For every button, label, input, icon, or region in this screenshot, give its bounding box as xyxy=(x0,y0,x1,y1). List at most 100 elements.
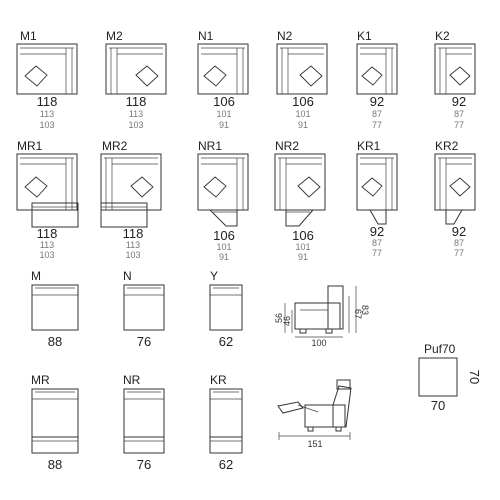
dim-main: 106 xyxy=(292,228,314,243)
module-outline xyxy=(16,43,78,95)
module-label: MR1 xyxy=(17,139,43,153)
module-outline xyxy=(418,357,458,397)
dim-width: 76 xyxy=(137,457,151,472)
footrest xyxy=(123,436,165,454)
dim-tertiary: 103 xyxy=(39,120,54,130)
module-label: Y xyxy=(210,269,218,283)
back-profile xyxy=(332,385,352,428)
module-mr2: MR2 118 113 103 xyxy=(100,139,162,260)
module-outline xyxy=(274,153,326,211)
dim-secondary: 113 xyxy=(129,109,143,119)
module-outline xyxy=(31,388,79,438)
module-label: MR xyxy=(31,373,50,387)
seat-profile xyxy=(294,302,341,330)
dim-secondary: 101 xyxy=(216,109,231,119)
recline-view-diagram: 151 xyxy=(277,379,352,449)
module-kr1: KR1 92 87 77 xyxy=(356,139,398,258)
dim-secondary: 101 xyxy=(295,242,310,252)
module-label: NR2 xyxy=(275,139,299,153)
module-label: MR2 xyxy=(102,139,128,153)
dim-tertiary: 77 xyxy=(372,120,382,130)
module-kr: KR 62 xyxy=(209,373,243,472)
side-view-diagram: 56 46 67 83 100 xyxy=(274,285,370,348)
dim-main: 106 xyxy=(213,228,235,243)
module-label: KR xyxy=(210,373,227,387)
footrest xyxy=(31,202,79,228)
dim-main: 92 xyxy=(452,224,466,239)
module-outline xyxy=(356,43,398,95)
dim-main: 118 xyxy=(126,94,147,109)
footrest xyxy=(445,209,463,225)
cushion-icon xyxy=(361,177,383,197)
module-kr2: KR2 92 87 77 xyxy=(434,139,476,258)
dim-tertiary: 77 xyxy=(454,248,464,258)
module-label: M xyxy=(31,269,41,283)
cushion-icon xyxy=(24,65,48,87)
footrest xyxy=(285,209,315,227)
module-label: N1 xyxy=(198,29,214,43)
footrest xyxy=(369,209,387,225)
cushion-icon xyxy=(24,176,48,198)
seat-profile xyxy=(304,404,346,428)
footrest xyxy=(100,202,148,228)
dim-back-height: 83 xyxy=(360,305,370,315)
cushion-icon xyxy=(203,65,227,87)
cushion-icon xyxy=(203,176,227,198)
dim-seat-outer: 56 xyxy=(274,313,284,323)
dim-main: 106 xyxy=(213,94,235,109)
footrest xyxy=(208,209,238,227)
dim-width: 88 xyxy=(48,334,62,349)
dim-main: 92 xyxy=(370,94,384,109)
dim-main: 92 xyxy=(370,224,384,239)
module-label: Puf70 xyxy=(424,342,456,356)
dim-tertiary: 77 xyxy=(454,120,464,130)
module-n1: N1 106 101 91 xyxy=(197,29,249,130)
module-m1: M1 118 113 103 xyxy=(16,29,78,130)
dim-width: 62 xyxy=(219,457,233,472)
footrest-profile xyxy=(277,401,304,414)
dim-secondary: 101 xyxy=(295,109,310,119)
dim-secondary: 87 xyxy=(454,109,464,119)
module-label: M1 xyxy=(20,29,37,43)
dim-tertiary: 77 xyxy=(372,248,382,258)
module-n2: N2 106 101 91 xyxy=(276,29,328,130)
footrest xyxy=(209,436,243,454)
module-label: N2 xyxy=(277,29,293,43)
module-mr1: MR1 118 113 103 xyxy=(16,139,79,260)
dim-secondary: 113 xyxy=(40,240,54,250)
dim-secondary: 87 xyxy=(372,238,382,248)
dim-width: 76 xyxy=(137,334,151,349)
module-label: K1 xyxy=(357,29,372,43)
dim-width: 70 xyxy=(431,398,445,413)
module-outline xyxy=(197,153,249,211)
cushion-icon xyxy=(297,176,321,198)
dim-tertiary: 103 xyxy=(128,120,143,130)
module-label: M2 xyxy=(106,29,123,43)
dim-width: 62 xyxy=(219,334,233,349)
module-outline xyxy=(209,284,243,331)
dim-main: 118 xyxy=(37,94,58,109)
back-profile xyxy=(327,285,344,330)
dim-secondary: 101 xyxy=(216,242,231,252)
dim-tertiary: 91 xyxy=(298,252,308,262)
module-outline xyxy=(100,153,162,211)
dim-width: 88 xyxy=(48,457,62,472)
dim-tertiary: 103 xyxy=(39,250,54,260)
cushion-icon xyxy=(299,65,323,87)
module-label: KR2 xyxy=(435,139,459,153)
module-label: KR1 xyxy=(357,139,381,153)
module-m: M 88 xyxy=(31,269,79,349)
module-outline xyxy=(197,43,249,95)
module-nr: NR 76 xyxy=(123,373,165,472)
module-outline xyxy=(16,153,78,211)
module-outline xyxy=(209,388,243,438)
dim-secondary: 87 xyxy=(372,109,382,119)
module-m2: M2 118 113 103 xyxy=(105,29,167,130)
module-y: Y 62 xyxy=(209,269,243,349)
dim-secondary: 87 xyxy=(454,238,464,248)
footrest xyxy=(31,436,79,454)
module-outline xyxy=(105,43,167,95)
module-outline xyxy=(276,43,328,95)
cushion-icon xyxy=(361,66,383,86)
